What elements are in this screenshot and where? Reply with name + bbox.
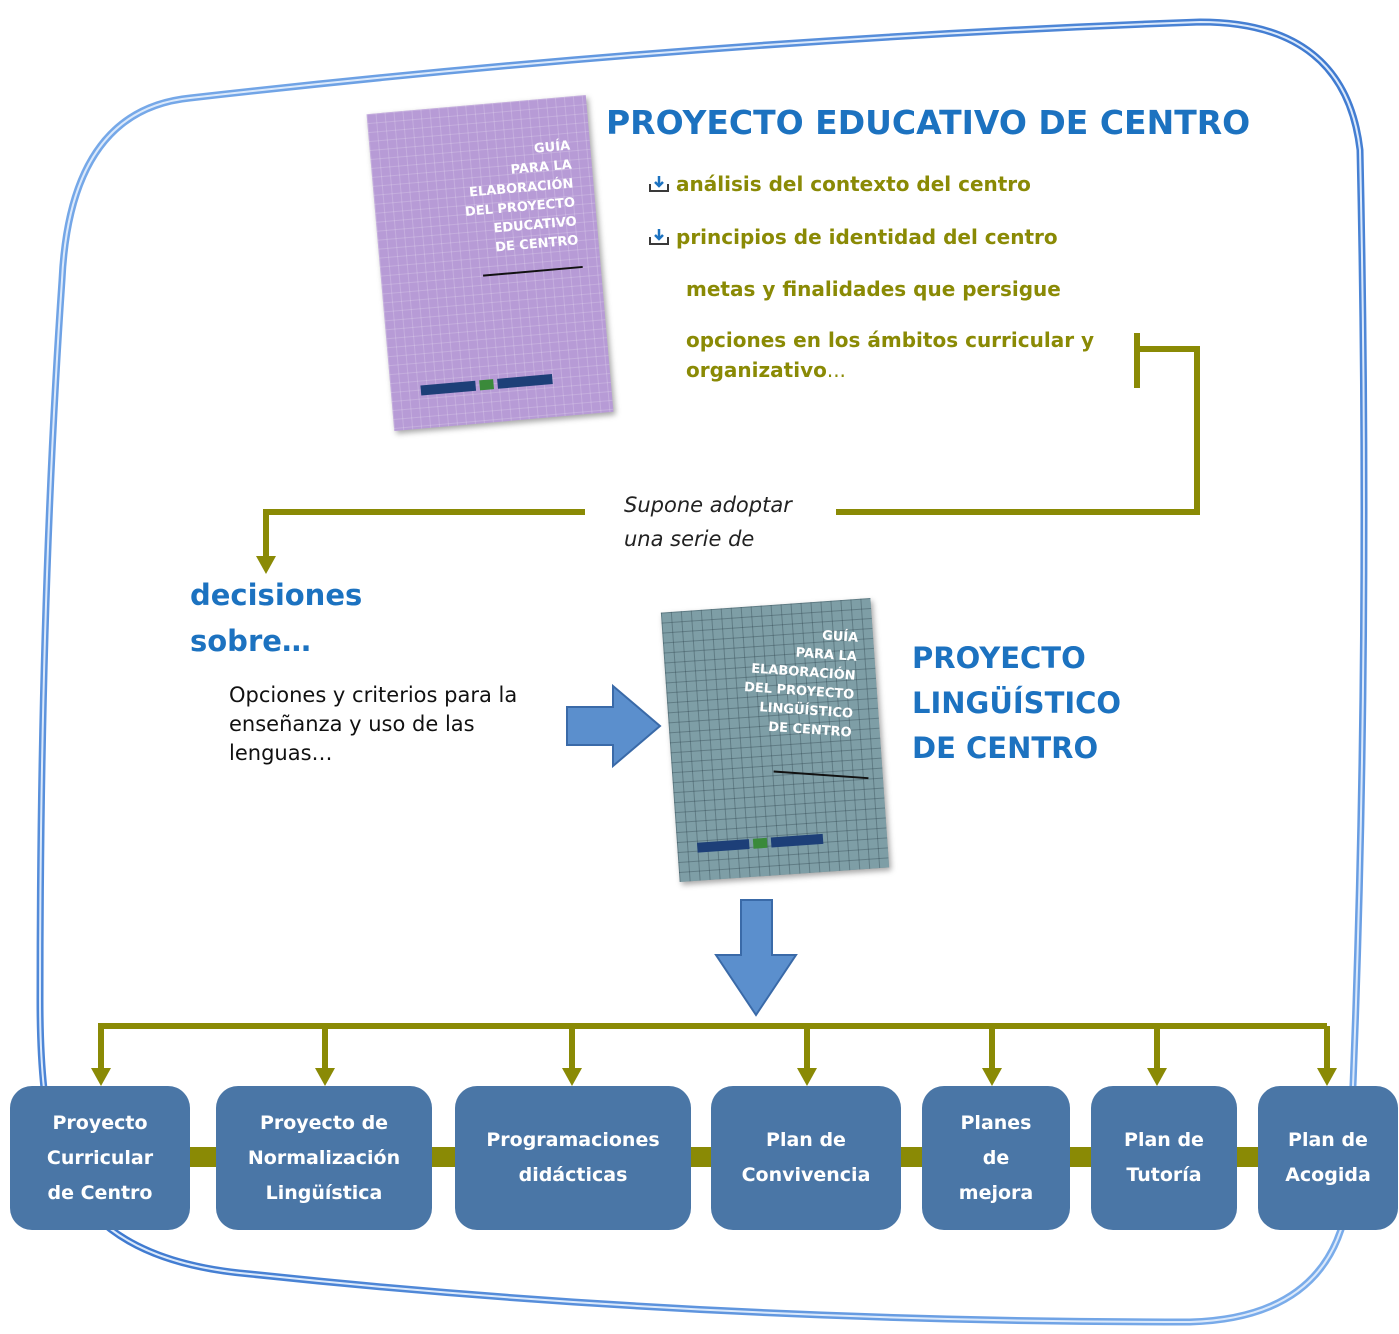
bus-arrowheads <box>91 1068 1337 1086</box>
tray-download-icon <box>649 229 669 245</box>
pec-item-1: análisis del contexto del centro <box>648 172 1031 196</box>
box-plan-convivencia: Plan de Convivencia <box>711 1086 901 1230</box>
decisiones-heading: decisiones sobre… <box>190 578 363 658</box>
pec-item-4: opciones en los ámbitos curricular y org… <box>686 328 1095 382</box>
cover-plc-rule <box>773 770 869 780</box>
cover-plc-guide: GUÍA PARA LA ELABORACIÓN DEL PROYECTO LI… <box>660 598 890 882</box>
box-proyecto-curricular: Proyecto Curricular de Centro <box>10 1086 190 1230</box>
bus-drops <box>98 1026 1330 1070</box>
right-arrow <box>566 683 662 769</box>
box-programaciones-didacticas: Programaciones didácticas <box>455 1086 691 1230</box>
box-planes-mejora: Planes de mejora <box>922 1086 1070 1230</box>
tray-download-icon <box>649 176 669 192</box>
cover-pec-logos <box>420 374 553 396</box>
box-plan-acogida: Plan de Acogida <box>1258 1086 1398 1230</box>
box-links <box>189 1147 1260 1167</box>
box-plan-tutoria: Plan de Tutoría <box>1091 1086 1237 1230</box>
connector-right <box>836 346 1200 515</box>
plc-title: PROYECTO LINGÜÍSTICO DE CENTRO <box>912 641 1122 765</box>
cover-plc-text: GUÍA PARA LA ELABORACIÓN DEL PROYECTO LI… <box>743 628 859 741</box>
arrowhead-decisiones <box>256 556 276 574</box>
connector-left <box>263 509 585 558</box>
cover-plc-logos <box>696 833 824 853</box>
down-arrow <box>714 899 798 1017</box>
pec-title: PROYECTO EDUCATIVO DE CENTRO <box>606 103 1251 142</box>
pec-item-2: principios de identidad del centro <box>648 225 1058 249</box>
box-normalizacion-linguistica: Proyecto de Normalización Lingüística <box>216 1086 432 1230</box>
pec-item-3: metas y finalidades que persigue <box>686 277 1061 301</box>
cover-pec-text: GUÍA PARA LA ELABORACIÓN DEL PROYECTO ED… <box>464 138 580 256</box>
connector-note: Supone adoptar una serie de <box>624 493 792 551</box>
opciones-text: Opciones y criterios para la enseñanza y… <box>229 683 518 765</box>
cover-pec-rule <box>482 265 583 277</box>
cover-pec-guide: GUÍA PARA LA ELABORACIÓN DEL PROYECTO ED… <box>366 95 614 431</box>
